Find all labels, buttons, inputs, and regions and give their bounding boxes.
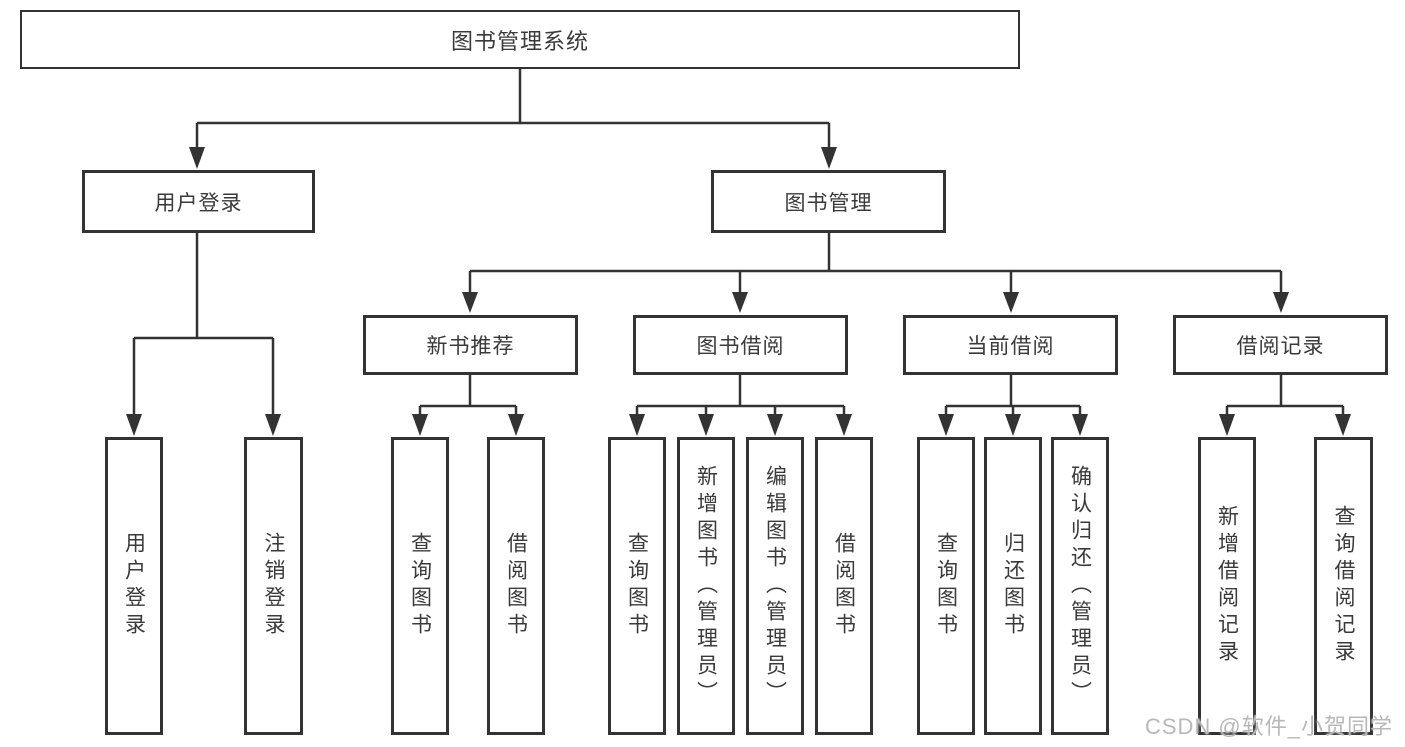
leaf-query-borrow-record: 查询借阅记录 (1314, 437, 1373, 735)
arrowheads (126, 147, 1351, 436)
leaf-query-books: 查询图书 (391, 437, 449, 735)
leaf-edit-books-admin: 编辑图书（管理员） (746, 437, 804, 735)
leaf-borrow-books: 借阅图书 (815, 437, 873, 735)
leaf-confirm-return-admin: 确认归还（管理员） (1051, 437, 1109, 735)
csdn-watermark: CSDN @软件_小贺同学 (1144, 714, 1393, 739)
leaf-query-books: 查询图书 (608, 437, 666, 735)
node-new-book-recommend: 新书推荐 (363, 315, 578, 375)
leaf-borrow-books: 借阅图书 (487, 437, 545, 735)
node-library-management-system: 图书管理系统 (20, 10, 1020, 69)
node-current-borrow: 当前借阅 (903, 315, 1118, 375)
leaf-user-login: 用户登录 (105, 437, 163, 735)
leaf-logout: 注销登录 (244, 437, 303, 735)
node-book-borrow: 图书借阅 (633, 315, 848, 375)
leaf-add-borrow-record: 新增借阅记录 (1198, 437, 1256, 735)
leaf-return-books: 归还图书 (984, 437, 1042, 735)
node-book-management: 图书管理 (711, 170, 946, 233)
node-borrow-records: 借阅记录 (1173, 315, 1388, 375)
leaf-query-books: 查询图书 (917, 437, 975, 735)
leaf-add-books-admin: 新增图书（管理员） (677, 437, 735, 735)
node-user-login: 用户登录 (82, 170, 315, 233)
